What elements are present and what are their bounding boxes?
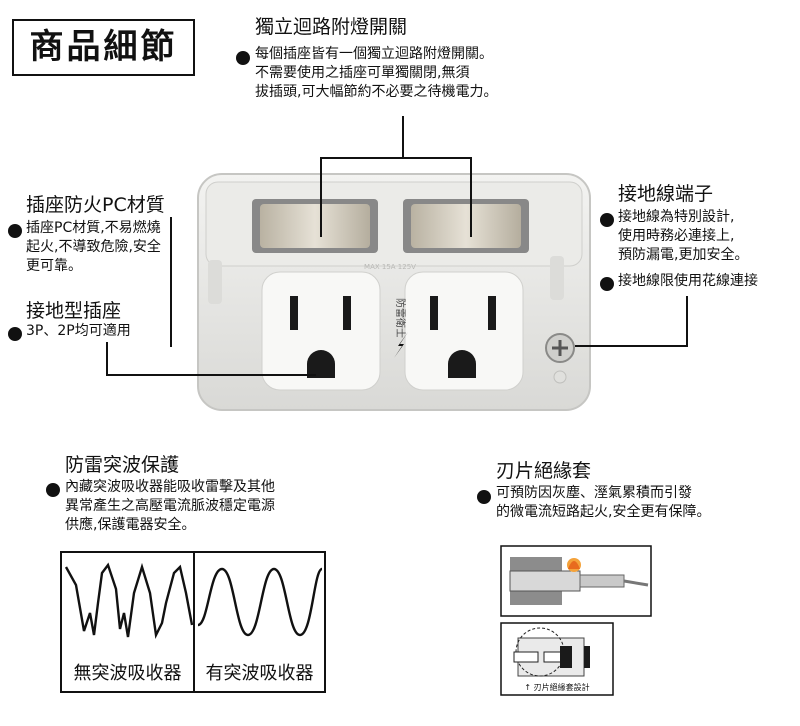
rocker-switch-right	[411, 204, 521, 248]
waveform-without-surge	[64, 562, 194, 639]
blade-heading: 刃片絕緣套	[496, 460, 592, 482]
outlet-left-ground-hole	[307, 350, 335, 378]
blade-figure-caption: ↑ 刃片絕緣套設計	[524, 682, 589, 692]
surge-heading: 防雷突波保護	[65, 454, 180, 476]
bullet-dot	[8, 224, 22, 238]
waveform-with-surge	[197, 567, 324, 637]
rocker-switch-left	[260, 204, 370, 248]
bullet-dot	[477, 490, 491, 504]
callout-line	[106, 374, 316, 376]
outlet-left-slot-b	[343, 296, 351, 330]
callout-line	[686, 296, 688, 346]
bullet-dot	[600, 277, 614, 291]
comparison-divider	[193, 553, 195, 691]
bullet-dot	[600, 213, 614, 227]
callout-line	[470, 157, 472, 237]
blade-body: 可預防因灰塵、溼氣累積而引發 的微電流短路起火,安全更有保障。	[496, 485, 711, 520]
outlet-right-ground-hole	[448, 350, 476, 378]
side-slot-left	[208, 260, 222, 304]
outlet-right-slot-a	[430, 296, 438, 330]
rating-label: MAX 15A 125V	[364, 263, 416, 271]
lightning-logo	[394, 332, 408, 358]
callout-line	[320, 157, 322, 237]
page-title: 商品細節	[12, 19, 195, 76]
side-slot-right	[550, 256, 564, 300]
callout-line	[170, 217, 172, 347]
ground-terminal-heading: 接地線端子	[618, 183, 714, 205]
outlet-left-slot-a	[290, 296, 298, 330]
bullet-dot	[8, 327, 22, 341]
pc-body: 插座PC材質,不易燃燒 起火,不導致危險,安全 更可靠。	[26, 220, 161, 274]
brand-label: 防雷衛士	[394, 298, 407, 338]
bullet-dot	[236, 51, 250, 65]
without-surge-label: 無突波吸收器	[73, 663, 182, 684]
power-strip-illustration: MAX 15A 125V 防雷衛士	[197, 173, 591, 411]
waveform-graphs	[64, 562, 324, 639]
bullet-dot	[46, 483, 60, 497]
switch-body: 每個插座皆有一個獨立迴路附燈開關。 不需要使用之插座可單獨關閉,無須 拔插頭,可…	[255, 46, 498, 100]
callout-line	[320, 157, 472, 159]
callout-line	[402, 116, 404, 158]
ground-terminal-body2: 接地線限使用花線連接	[618, 273, 758, 289]
surge-body: 內藏突波吸收器能吸收雷擊及其他 異常產生之高壓電流脈波穩定電源 供應,保護電器安…	[65, 479, 275, 533]
callout-line	[106, 342, 108, 375]
surge-comparison-box: 無突波吸收器 有突波吸收器	[60, 551, 326, 693]
callout-line	[575, 345, 688, 347]
ground-socket-heading: 接地型插座	[26, 300, 122, 322]
outlet-right-slot-b	[488, 296, 496, 330]
blade-figure-top	[500, 545, 652, 617]
ground-terminal-body: 接地線為特別設計, 使用時務必連接上, 預防漏電,更加安全。	[618, 209, 749, 263]
ground-socket-body: 3P、2P均可適用	[26, 323, 131, 339]
switch-heading: 獨立迴路附燈開關	[255, 16, 408, 38]
pc-heading: 插座防火PC材質	[26, 194, 165, 216]
with-surge-label: 有突波吸收器	[205, 663, 314, 684]
blade-figure-bottom: ↑ 刃片絕緣套設計	[500, 622, 614, 696]
